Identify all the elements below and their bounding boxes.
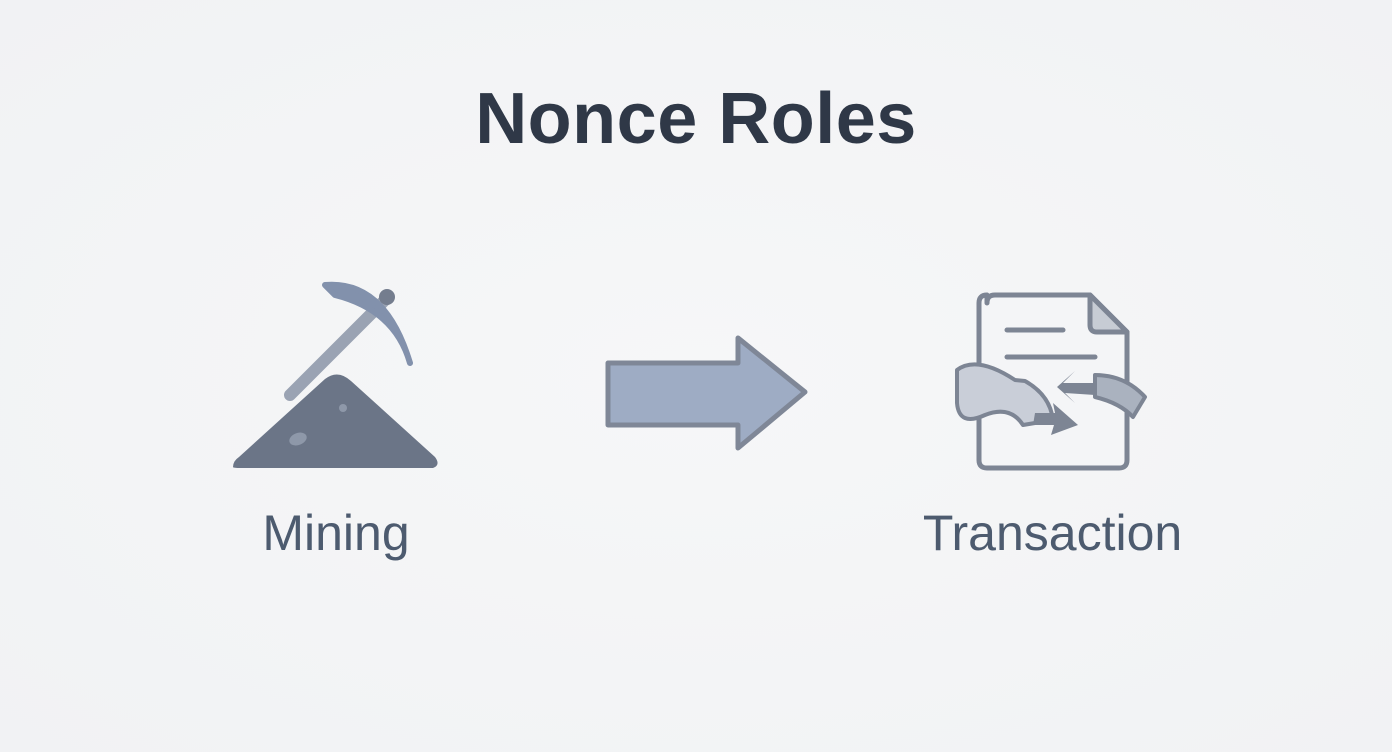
right-arrow-icon: [598, 330, 813, 455]
step-label-transaction: Transaction: [922, 505, 1183, 561]
transaction-document-icon: [945, 285, 1155, 480]
pickaxe-mound-icon: [225, 275, 445, 475]
step-label-mining: Mining: [262, 505, 410, 561]
diagram-title: Nonce Roles: [475, 79, 917, 159]
